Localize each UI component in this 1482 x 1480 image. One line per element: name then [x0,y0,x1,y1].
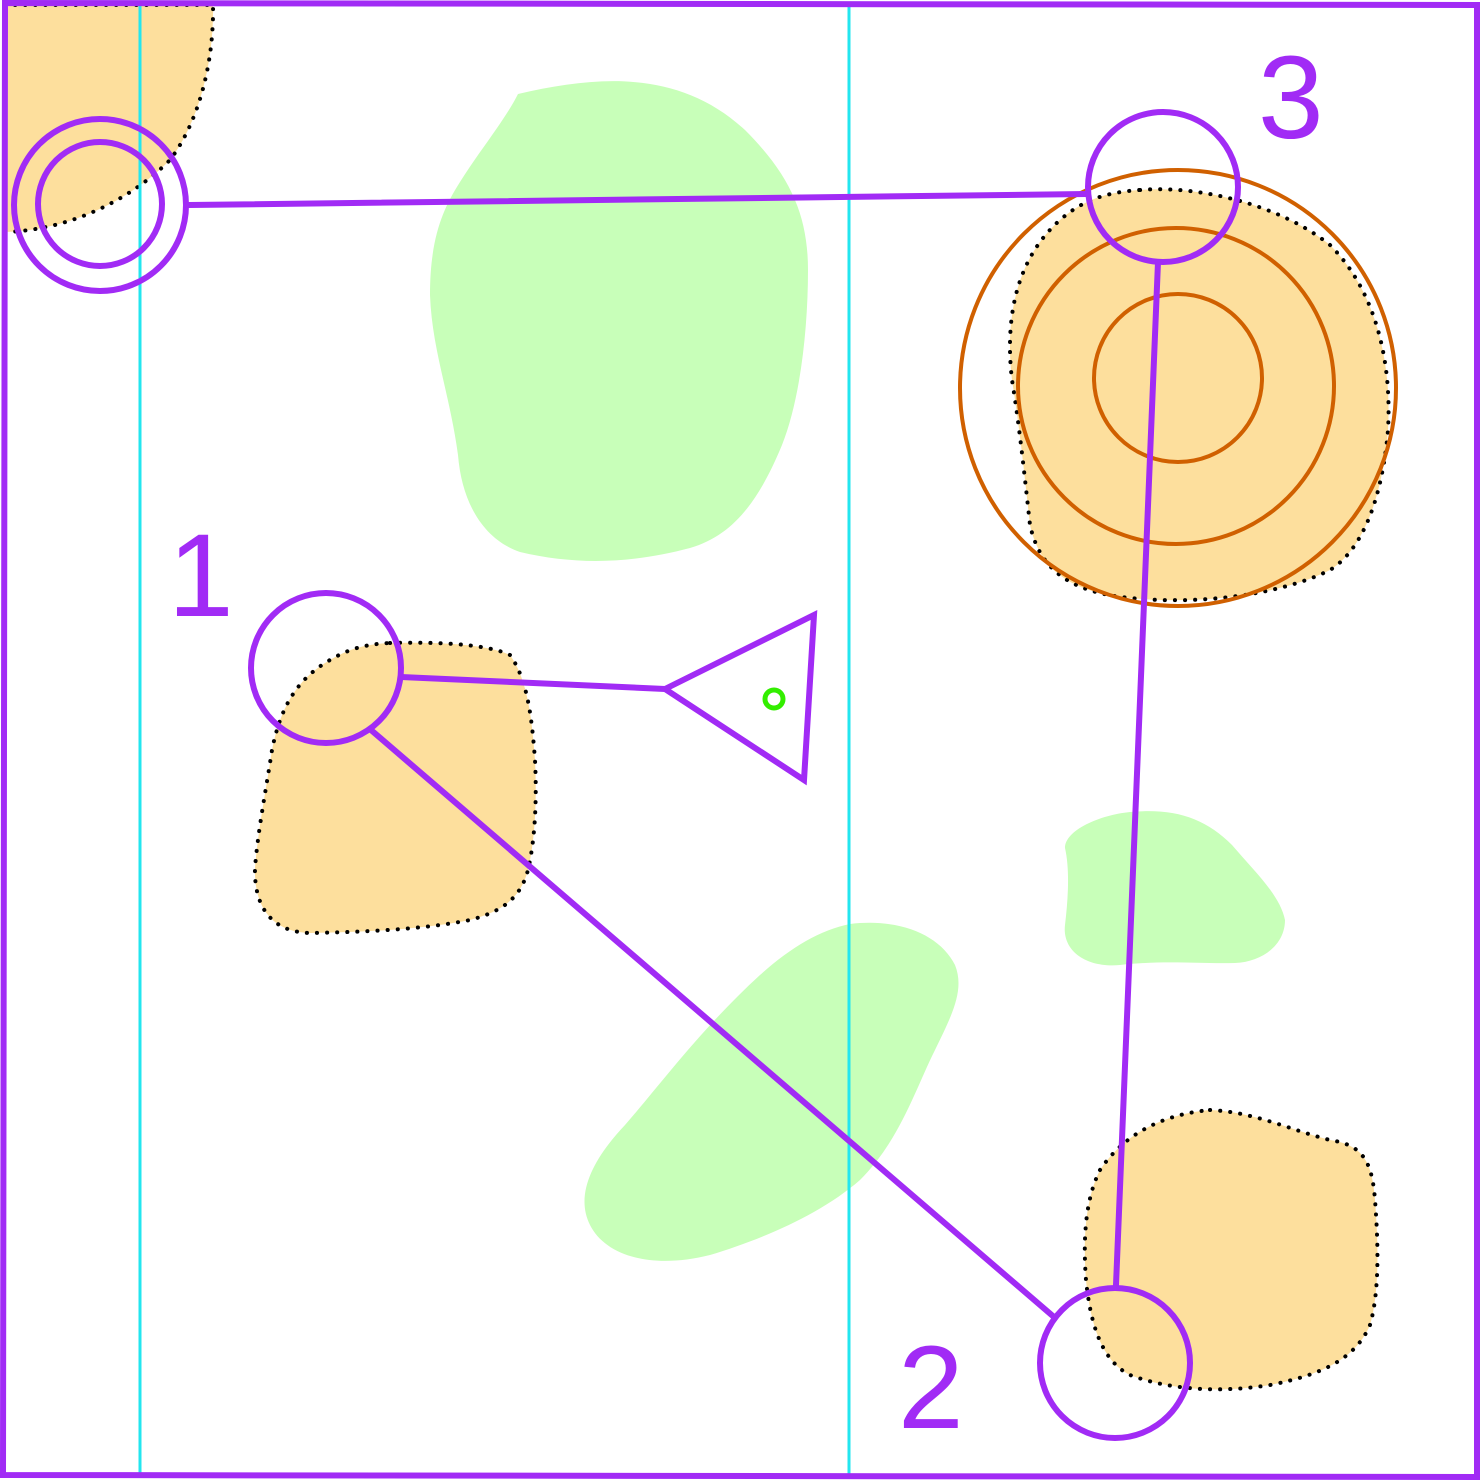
green-area-bottom-center [584,922,959,1261]
contour-ring-outer [958,168,1398,608]
course-leg-2-to-3 [1113,259,1161,1288]
contour-ring-middle [1016,226,1336,546]
green-area-right [1064,811,1285,966]
control-number-2: 2 [898,1322,964,1454]
open-land-hill [1008,187,1391,603]
control-circle-1 [248,590,404,746]
contour-ring-inner [1092,292,1264,464]
control-number-3: 3 [1258,32,1324,164]
finish-circle-outer [11,116,189,294]
control-numbers: 1 2 3 [168,32,1324,1454]
course-leg-3-to-finish [186,191,1090,208]
course-leg-start-to-1 [398,674,668,692]
green-point-marker [762,687,786,711]
start-triangle [658,610,818,786]
control-circle-2 [1037,1285,1193,1441]
hill-contour-rings [958,168,1398,608]
open-land-bottom-right [1082,1107,1380,1392]
green-area-top [430,81,808,561]
control-circle-3 [1085,109,1241,265]
finish-circle-inner [35,139,165,269]
open-land-mid-left [252,640,538,936]
control-number-1: 1 [168,510,234,642]
course-leg-1-to-2 [368,727,1057,1320]
